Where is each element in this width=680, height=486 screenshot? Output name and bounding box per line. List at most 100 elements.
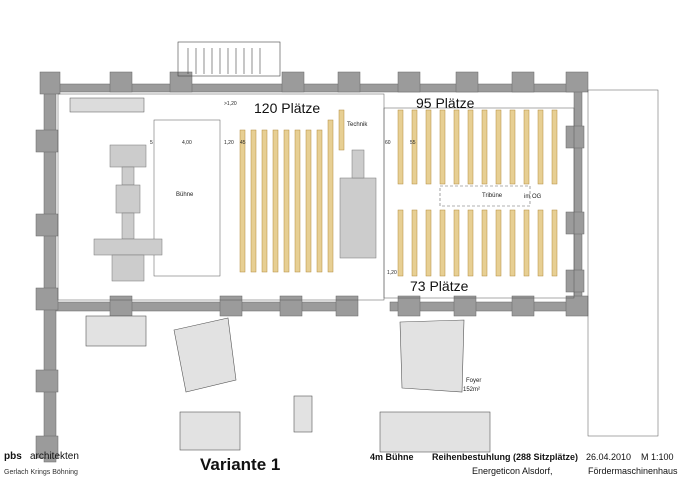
office-partners: Gerlach Krings Böhning <box>4 469 78 476</box>
seat-row <box>467 109 474 185</box>
column <box>565 211 585 235</box>
seating-label-right-bottom: 73 Plätze <box>410 278 469 294</box>
seat-rows-left <box>239 109 345 273</box>
column <box>169 71 193 93</box>
hall-interior <box>57 93 385 301</box>
seating-label-right-top: 95 Plätze <box>416 95 475 111</box>
seat-row <box>467 209 474 277</box>
dim-aisle-left: 1,20 <box>224 140 234 146</box>
column <box>219 295 243 317</box>
column <box>35 435 59 459</box>
project-stage: 4m Bühne <box>370 452 414 462</box>
seat-row <box>294 129 301 273</box>
dim-aisle-bottom: 1,20 <box>387 270 397 276</box>
seat-row <box>338 109 345 151</box>
seat-row <box>425 109 432 185</box>
foyer-structures <box>85 315 491 453</box>
column <box>565 125 585 149</box>
seat-row <box>551 209 558 277</box>
column <box>511 71 535 93</box>
seat-row <box>453 209 460 277</box>
seat-row <box>495 109 502 185</box>
room-label-foyer: Foyer <box>466 378 482 384</box>
column <box>335 295 359 317</box>
seat-row <box>327 119 334 273</box>
dim-row-right: 55 <box>410 140 416 146</box>
seat-rows-right-bottom <box>397 209 558 277</box>
room-label-foyer-area: 152m² <box>463 387 481 393</box>
south-wall-left <box>55 301 357 312</box>
seat-row <box>551 109 558 185</box>
column <box>39 71 61 95</box>
project-client: Energeticon Alsdorf, <box>472 466 553 476</box>
project-seating: Reihenbestuhlung (288 Sitzplätze) <box>432 452 579 462</box>
project-building: Fördermaschinenhaus <box>588 466 678 476</box>
stair-north <box>177 41 281 77</box>
seat-row <box>305 129 312 273</box>
tribune-outline <box>439 185 531 207</box>
column <box>35 287 59 311</box>
office-suffix: architekten <box>30 451 79 462</box>
dim-stage-width: 4,00 <box>182 140 192 146</box>
cabinet <box>69 97 145 113</box>
machinery <box>93 144 377 282</box>
seat-row <box>481 109 488 185</box>
seat-row <box>537 209 544 277</box>
seat-row <box>250 129 257 273</box>
column <box>455 71 479 93</box>
column <box>397 71 421 93</box>
seat-row <box>272 129 279 273</box>
dim-row-left: 45 <box>240 140 246 146</box>
seat-row <box>509 109 516 185</box>
column <box>565 71 589 93</box>
seat-row <box>523 209 530 277</box>
seat-row <box>239 129 246 273</box>
column <box>35 369 59 393</box>
project-scale: M 1:100 <box>641 452 674 462</box>
seat-row <box>397 109 404 185</box>
seat-row <box>283 129 290 273</box>
seat-row <box>425 209 432 277</box>
seating-label-left: 120 Plätze <box>254 100 321 116</box>
column <box>453 295 477 317</box>
stage-outline <box>153 119 221 277</box>
drawing-title: Variante 1 <box>200 455 281 474</box>
dim-edge: 5 <box>150 140 153 146</box>
dim-min-width: >1,20 <box>224 101 237 107</box>
column <box>35 129 59 153</box>
column <box>279 295 303 317</box>
seat-row <box>453 109 460 185</box>
room-label-og: im OG <box>524 194 542 200</box>
east-hall <box>383 107 575 299</box>
seat-row <box>495 209 502 277</box>
seat-row <box>509 209 516 277</box>
walls <box>35 71 589 463</box>
seat-row <box>481 209 488 277</box>
column <box>565 269 585 293</box>
room-label-tribune: Tribüne <box>482 193 503 199</box>
column <box>511 295 535 317</box>
column <box>337 71 361 93</box>
column <box>565 295 589 317</box>
seat-row <box>411 109 418 185</box>
seat-rows-right-top <box>397 109 558 185</box>
seat-row <box>397 209 404 277</box>
seat-row <box>439 109 446 185</box>
room-label-technik: Technik <box>347 122 368 128</box>
seat-row <box>537 109 544 185</box>
seat-row <box>411 209 418 277</box>
column <box>109 71 133 93</box>
stair-east <box>587 89 659 437</box>
room-label-stage: Bühne <box>176 192 194 198</box>
column <box>109 295 133 317</box>
dim-front-right: 60 <box>385 140 391 146</box>
seat-row <box>439 209 446 277</box>
project-date: 26.04.2010 <box>586 452 632 462</box>
column <box>397 295 421 317</box>
seat-row <box>316 129 323 273</box>
seat-row <box>261 129 268 273</box>
seat-row <box>523 109 530 185</box>
column <box>35 213 59 237</box>
column <box>281 71 305 93</box>
